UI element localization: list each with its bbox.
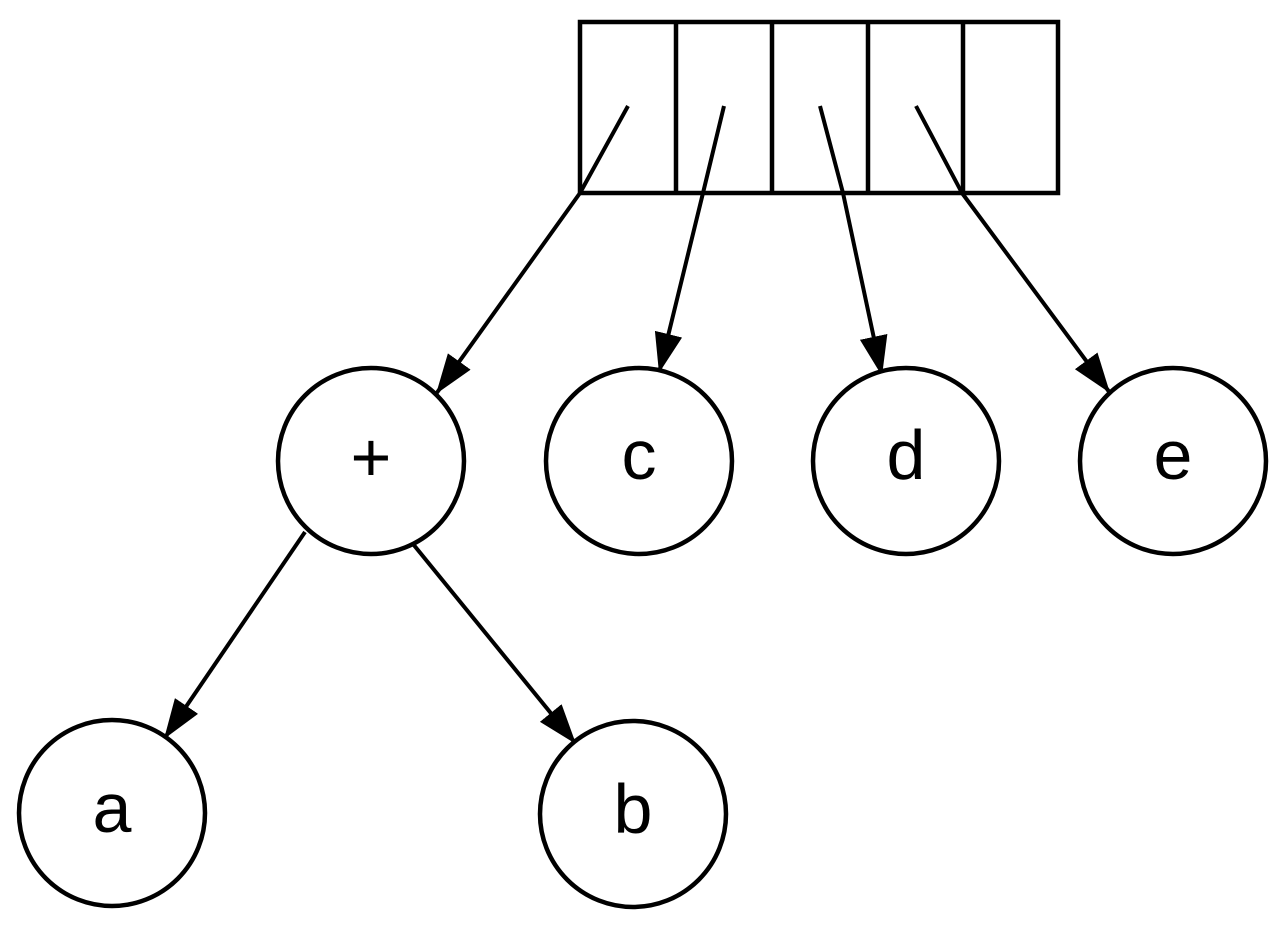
node-c-label: c (622, 416, 657, 494)
node-plus: + (275, 365, 467, 557)
node-d: d (810, 365, 1002, 557)
node-plus-circle (275, 365, 467, 557)
node-c: c (543, 365, 735, 557)
edge-slot2-to-d (818, 105, 888, 377)
node-plus-label: + (351, 418, 392, 496)
node-d-circle (810, 365, 1002, 557)
node-b-circle (537, 718, 729, 910)
edge-slot0-to-plus (434, 105, 630, 396)
pointer-array (577, 19, 1061, 196)
node-c-circle (543, 365, 735, 557)
node-e: e (1077, 365, 1269, 557)
edge-plus-to-a (162, 530, 307, 741)
edge-slot1-to-c (654, 105, 726, 374)
edges-group (162, 105, 1112, 746)
edge-slot3-to-e (914, 105, 1112, 395)
node-a-circle (16, 717, 208, 909)
node-e-label: e (1154, 416, 1193, 494)
node-e-circle (1077, 365, 1269, 557)
array-outline (577, 19, 1061, 196)
node-a-label: a (93, 769, 132, 847)
node-b-label: b (614, 770, 653, 848)
node-b: b (537, 718, 729, 910)
edge-plus-to-b (411, 542, 578, 746)
node-a: a (16, 717, 208, 909)
node-d-label: d (887, 416, 926, 494)
